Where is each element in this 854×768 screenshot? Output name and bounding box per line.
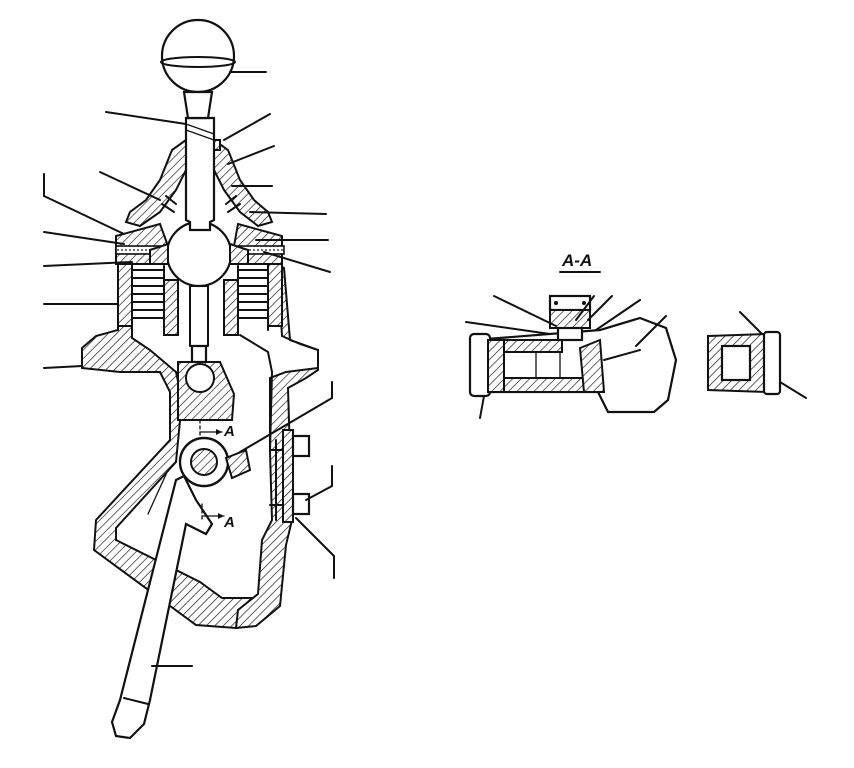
section-separate-cap <box>707 330 782 396</box>
main-assembly: A A <box>43 18 335 740</box>
knob-neck <box>182 90 214 120</box>
lever-pivot-pin <box>190 448 218 476</box>
flange-bolt-lower <box>291 492 311 516</box>
section-letter-upper: A <box>223 423 235 440</box>
spring-left <box>117 263 179 336</box>
rubber-boot-left <box>124 138 187 228</box>
lever-arm <box>110 474 214 740</box>
lower-ball <box>185 363 215 393</box>
push-rod <box>190 344 208 364</box>
housing-inner-rib <box>239 334 273 453</box>
pivot-bolt <box>224 448 252 480</box>
lever-shaft <box>184 116 216 232</box>
ball-joint <box>165 220 233 288</box>
section-title: A-A <box>561 251 592 270</box>
section-view-a-a: A-A <box>465 251 807 419</box>
leader-lines-main <box>43 71 335 667</box>
section-cut-lower: A <box>201 503 235 531</box>
section-letter-lower: A <box>223 514 235 531</box>
spring-right <box>223 263 283 336</box>
section-cut-upper: A <box>199 419 235 440</box>
leader-lines-section <box>465 295 807 419</box>
flange-bolt-upper <box>291 434 311 458</box>
rubber-boot-right <box>213 138 274 228</box>
side-flange <box>282 429 294 523</box>
